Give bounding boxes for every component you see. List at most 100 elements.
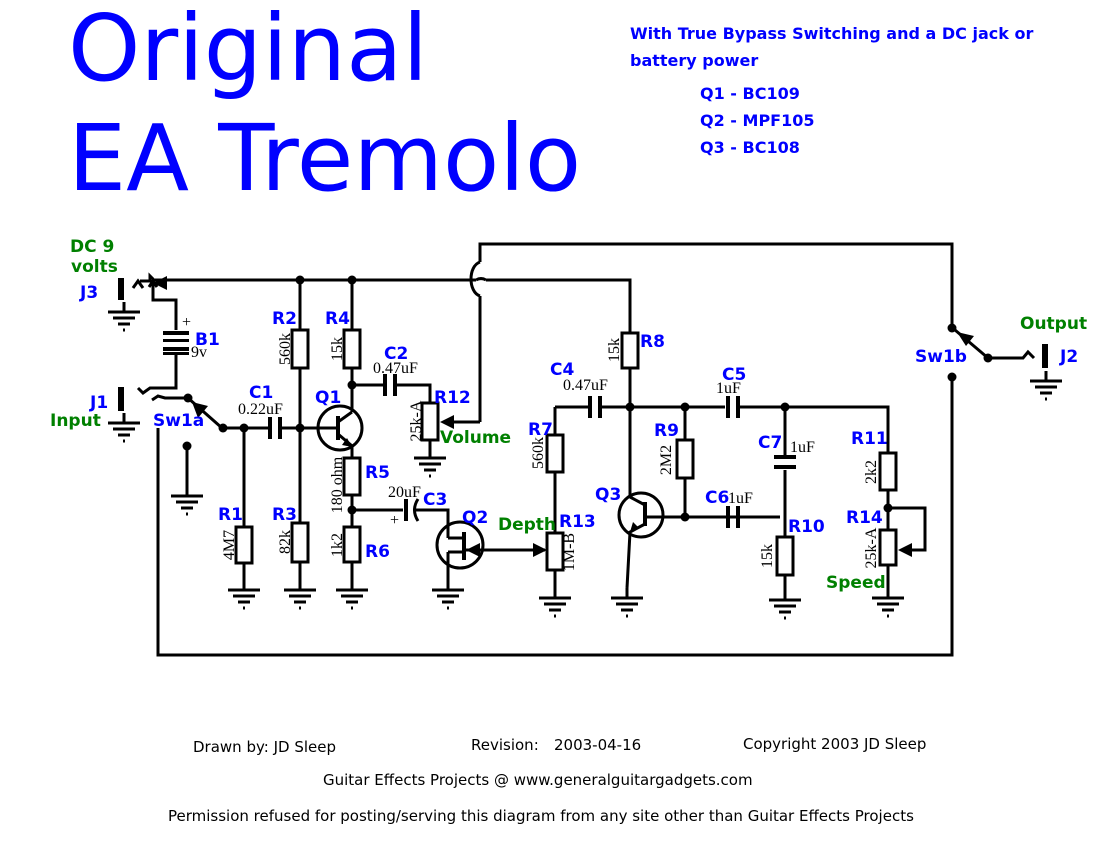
ref-q1: Q1 <box>315 388 341 408</box>
permission-notice: Permission refused for posting/serving t… <box>168 807 914 825</box>
wire <box>337 410 353 424</box>
battery-cell <box>163 331 189 335</box>
wire <box>888 506 927 552</box>
q3-base <box>643 502 647 526</box>
wire <box>136 355 178 395</box>
ref-c7: C7 <box>758 433 782 453</box>
value-r9: 2M2 <box>658 445 675 475</box>
value-c2: 0.47uF <box>373 360 418 377</box>
c4-capacitor-plate <box>598 396 602 418</box>
ground-icon <box>611 596 643 618</box>
note-power: battery power <box>630 51 758 70</box>
wire-hop <box>469 260 481 298</box>
arrow-icon <box>342 438 352 447</box>
arrow-icon <box>957 332 974 346</box>
ref-r6: R6 <box>365 542 390 562</box>
ref-r3: R3 <box>272 505 297 525</box>
c5-capacitor-plate <box>726 396 730 418</box>
ref-b1: B1 <box>195 330 220 350</box>
wire <box>151 394 187 402</box>
ground-icon <box>872 596 904 618</box>
ground-icon <box>414 456 446 478</box>
arrow-icon <box>192 402 208 418</box>
title-line1: Original <box>68 0 428 102</box>
r5-resistor <box>342 456 362 497</box>
j3-jack-icon <box>118 278 124 300</box>
c3-plus: + <box>390 512 399 529</box>
copyright: Copyright 2003 JD Sleep <box>743 735 926 753</box>
r1-resistor <box>234 525 254 565</box>
label-depth: Depth <box>498 515 556 535</box>
ref-c1: C1 <box>249 383 273 403</box>
wire-crossover <box>475 277 487 282</box>
q2-jfet-icon <box>435 520 485 570</box>
ground-icon <box>1030 379 1062 401</box>
ref-r8: R8 <box>640 332 665 352</box>
note-q3: Q3 - BC108 <box>700 138 800 157</box>
label-input: Input <box>50 411 101 431</box>
arrow-icon <box>533 543 547 557</box>
battery-cell <box>163 339 189 342</box>
value-r13: 1M-B <box>561 533 578 571</box>
value-r1: 4M7 <box>221 530 238 560</box>
ref-sw1a: Sw1a <box>153 411 204 431</box>
value-c3: 20uF <box>388 484 421 501</box>
note-q2: Q2 - MPF105 <box>700 111 815 130</box>
wire <box>156 377 954 657</box>
r14-resistor <box>878 528 898 567</box>
ground-icon <box>228 588 260 610</box>
ground-icon <box>171 494 203 516</box>
ground-icon <box>284 588 316 610</box>
value-r3: 82k <box>277 530 294 554</box>
label-dc: DC 9 <box>70 237 114 257</box>
ref-r2: R2 <box>272 309 297 329</box>
note-bypass: With True Bypass Switching and a DC jack… <box>630 24 1033 43</box>
j2-jack-icon <box>1042 344 1048 368</box>
wire <box>397 383 432 403</box>
r8-resistor <box>620 331 640 370</box>
junction-dot <box>947 323 957 333</box>
arrow-icon <box>898 543 912 557</box>
c7-capacitor-plate <box>774 455 796 459</box>
arrow-icon <box>466 543 480 557</box>
ref-r7: R7 <box>528 420 553 440</box>
wire <box>486 278 632 333</box>
ref-r1: R1 <box>218 505 243 525</box>
j1-jack-icon <box>118 387 124 411</box>
site-credit: Guitar Effects Projects @ www.generalgui… <box>323 771 753 789</box>
value-r14: 25k-A <box>863 527 880 568</box>
value-c4: 0.47uF <box>563 377 608 394</box>
c3-capacitor-plate <box>413 498 420 522</box>
revision-date: 2003-04-16 <box>554 736 641 754</box>
note-q1: Q1 - BC109 <box>700 84 800 103</box>
r2-resistor <box>290 328 310 370</box>
c2-capacitor-plate <box>393 374 397 396</box>
junction-dot <box>680 512 690 522</box>
c6-capacitor-plate <box>736 506 740 528</box>
label-output: Output <box>1020 314 1087 334</box>
wire <box>629 495 646 507</box>
arrow-icon <box>153 276 167 290</box>
wire <box>140 272 157 283</box>
q3-transistor-icon <box>617 491 665 539</box>
ref-r10: R10 <box>788 517 825 537</box>
junction-dot <box>947 372 957 382</box>
ref-r5: R5 <box>365 463 390 483</box>
arrow-icon <box>630 522 639 532</box>
value-r2: 560k <box>277 333 294 365</box>
battery-cell <box>163 347 189 351</box>
value-r8: 15k <box>606 338 623 362</box>
wire <box>415 508 450 538</box>
value-r4: 15k <box>329 337 346 361</box>
q1-base <box>336 416 340 440</box>
c2-capacitor-plate <box>383 374 387 396</box>
battery-cell <box>163 352 189 355</box>
c1-capacitor-plate <box>278 417 282 439</box>
ref-c5: C5 <box>722 365 746 385</box>
value-r12: 25k-A <box>408 400 425 441</box>
r7-resistor <box>545 433 565 474</box>
r10-resistor <box>775 535 795 577</box>
r9-resistor <box>675 438 695 480</box>
c5-capacitor-plate <box>736 396 740 418</box>
